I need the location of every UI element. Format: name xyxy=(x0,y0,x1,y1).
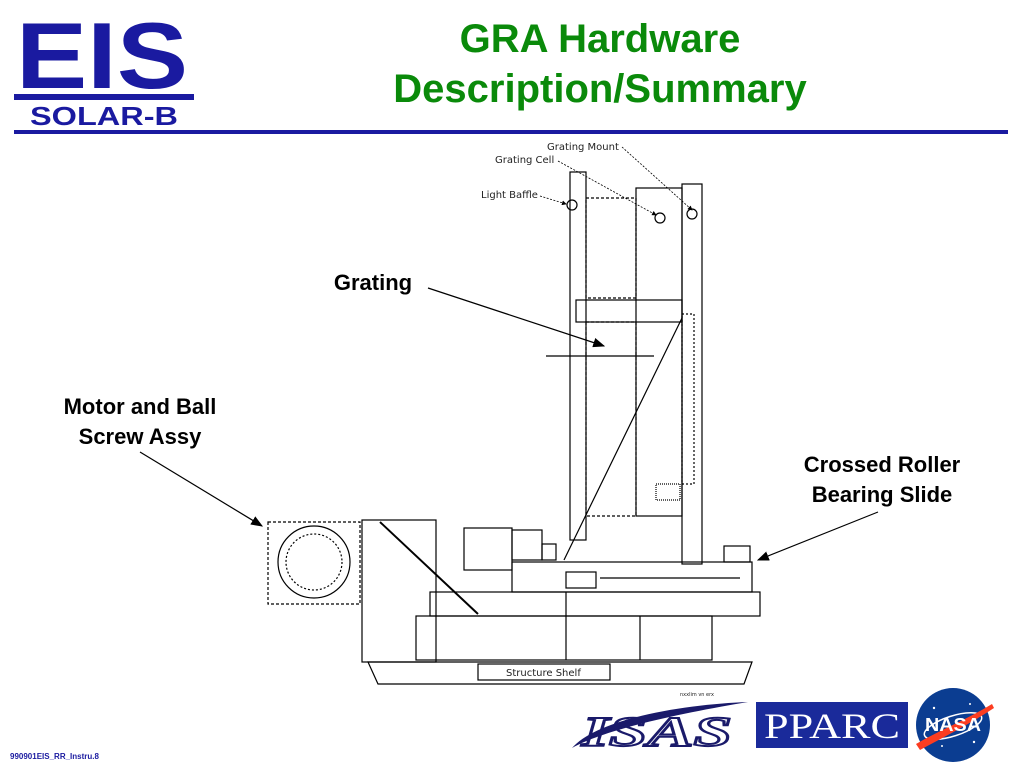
motor-callout-line-2: Screw Assy xyxy=(78,424,202,449)
solar-b-logo-text: SOLAR-B xyxy=(30,101,178,130)
nasa-orbit xyxy=(923,711,983,741)
structure-shelf xyxy=(367,661,753,685)
title-line-1: GRA Hardware xyxy=(459,17,741,61)
grating-cell xyxy=(635,187,683,517)
crossed-roller-bearing xyxy=(723,545,751,563)
nasa-logo-text: NASA xyxy=(925,715,981,735)
eis-solar-b-logo: EIS SOLAR-B xyxy=(14,6,194,130)
slide-carriage xyxy=(511,561,753,593)
bearing-arrow xyxy=(756,511,879,561)
base-plate-lower xyxy=(415,615,713,661)
screw-block xyxy=(463,527,513,571)
eis-logo-bar xyxy=(14,94,194,100)
grating-cell-fastener xyxy=(654,212,666,224)
grating-cell-label: Grating Cell xyxy=(495,155,554,166)
nasa-vector xyxy=(916,704,994,750)
screw-nut xyxy=(541,543,557,561)
pparc-logo-background xyxy=(756,702,908,748)
grating-mount-fastener xyxy=(686,208,698,220)
bearing-callout-line-1: Crossed Roller xyxy=(803,452,961,477)
screw-block-right xyxy=(511,529,543,561)
motor-inner-ring xyxy=(285,533,343,591)
document-code: 990901EIS_RR_Instru.8 xyxy=(10,752,99,761)
nasa-meatball-logo: NASA xyxy=(916,688,994,762)
light-baffle-fastener xyxy=(566,199,578,211)
ball-screw-bracket xyxy=(361,519,437,663)
diagonal-support xyxy=(563,317,683,561)
pparc-logo: PPARC xyxy=(756,702,908,748)
isas-logo-text: ISAS xyxy=(580,710,732,754)
motor-housing xyxy=(267,521,361,605)
light-baffle-label: Light Baffle xyxy=(481,190,538,201)
bearing-callout: Crossed Roller Bearing Slide xyxy=(772,450,992,510)
structure-shelf-label: Structure Shelf xyxy=(506,668,581,679)
mount-slot xyxy=(681,313,695,485)
title-line-2: Description/Summary xyxy=(393,67,807,111)
light-baffle-leader xyxy=(539,195,567,206)
grating-arrow xyxy=(427,287,606,348)
grating-mount xyxy=(681,183,703,565)
motor-arrow xyxy=(139,451,264,527)
slide-title: GRA Hardware Description/Summary xyxy=(300,14,900,114)
base-plate-upper xyxy=(429,591,761,617)
pparc-logo-text: PPARC xyxy=(764,706,900,746)
carriage-detail xyxy=(565,571,597,589)
bearing-callout-line-2: Bearing Slide xyxy=(811,482,953,507)
grating-mount-leader xyxy=(621,146,693,211)
structure-shelf-label-box xyxy=(477,663,611,681)
grating-cell-leader xyxy=(557,160,657,216)
grating-lower-panel xyxy=(585,321,637,517)
isas-logo: ISAS xyxy=(572,702,748,754)
mount-detail xyxy=(655,483,681,501)
grating-cross-bar xyxy=(575,299,683,323)
motor-callout: Motor and Ball Screw Assy xyxy=(40,392,240,452)
title-divider xyxy=(14,130,1008,134)
motor-callout-line-1: Motor and Ball xyxy=(63,394,217,419)
eis-logo-text: EIS xyxy=(16,6,188,108)
grating-callout: Grating xyxy=(333,270,413,295)
grating-mount-label: Grating Mount xyxy=(547,142,619,153)
grating-upper-panel xyxy=(585,197,637,299)
drawing-scale-note: nxxlim vn erx xyxy=(680,692,714,698)
motor-outer-ring xyxy=(277,525,351,599)
bracket-diagonal xyxy=(379,521,479,615)
